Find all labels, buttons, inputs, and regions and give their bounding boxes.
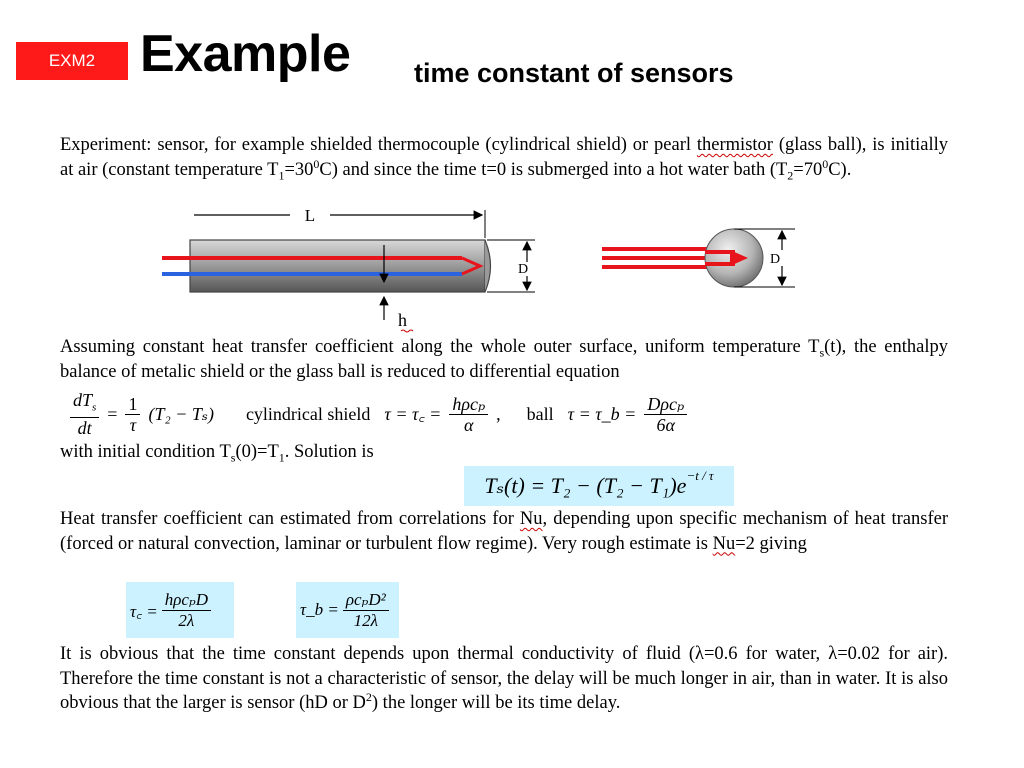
label-D-ball: D bbox=[770, 252, 780, 267]
cylindrical-shield-label: cylindrical shield bbox=[245, 403, 371, 424]
length-dimension: L bbox=[194, 206, 486, 238]
diameter-dimension-cylinder: D bbox=[487, 239, 535, 293]
nusselt-paragraph: Heat transfer coefficient can estimated … bbox=[60, 509, 948, 554]
solution-equation: Tₛ(t) = T₂ − (T₂ − T₁)e−t / τ bbox=[464, 466, 734, 506]
ball-label: ball bbox=[526, 403, 554, 424]
tau-ball-fraction: Dρcₚ 6α bbox=[644, 394, 688, 435]
conclusion-paragraph: It is obvious that the time constant dep… bbox=[60, 644, 948, 713]
label-h: h bbox=[398, 310, 407, 330]
ode-rhs: (T₂ − Tₛ) bbox=[148, 403, 214, 424]
tau-c-equation: τ꜀ = hρcₚD 2λ bbox=[126, 582, 234, 638]
intro-paragraph: Experiment: sensor, for example shielded… bbox=[60, 135, 949, 183]
initial-condition-text: with initial condition Ts(0)=T1. Solutio… bbox=[60, 442, 374, 465]
label-L: L bbox=[305, 206, 315, 225]
slide-title: Example bbox=[140, 25, 351, 83]
ode-lhs-fraction: dTs dt bbox=[70, 390, 100, 438]
assumption-paragraph: Assuming constant heat transfer coeffici… bbox=[60, 337, 949, 382]
tau-b-equation: τ_b = ρcₚD² 12λ bbox=[296, 582, 399, 638]
sensor-diagram: L h D D bbox=[162, 206, 795, 333]
label-D-cylinder: D bbox=[518, 262, 528, 277]
differential-equation-row: dTs dt = 1 τ (T₂ − Tₛ) cylindrical shiel… bbox=[70, 388, 790, 440]
slide-subtitle: time constant of sensors bbox=[414, 58, 734, 88]
ode-rate-fraction: 1 τ bbox=[125, 394, 141, 435]
cylindrical-shield bbox=[162, 239, 492, 320]
tau-cylinder-fraction: hρcₚ α bbox=[449, 394, 489, 435]
glass-ball-sensor: D bbox=[602, 228, 795, 288]
slide-id-badge: EXM2 bbox=[16, 42, 128, 80]
